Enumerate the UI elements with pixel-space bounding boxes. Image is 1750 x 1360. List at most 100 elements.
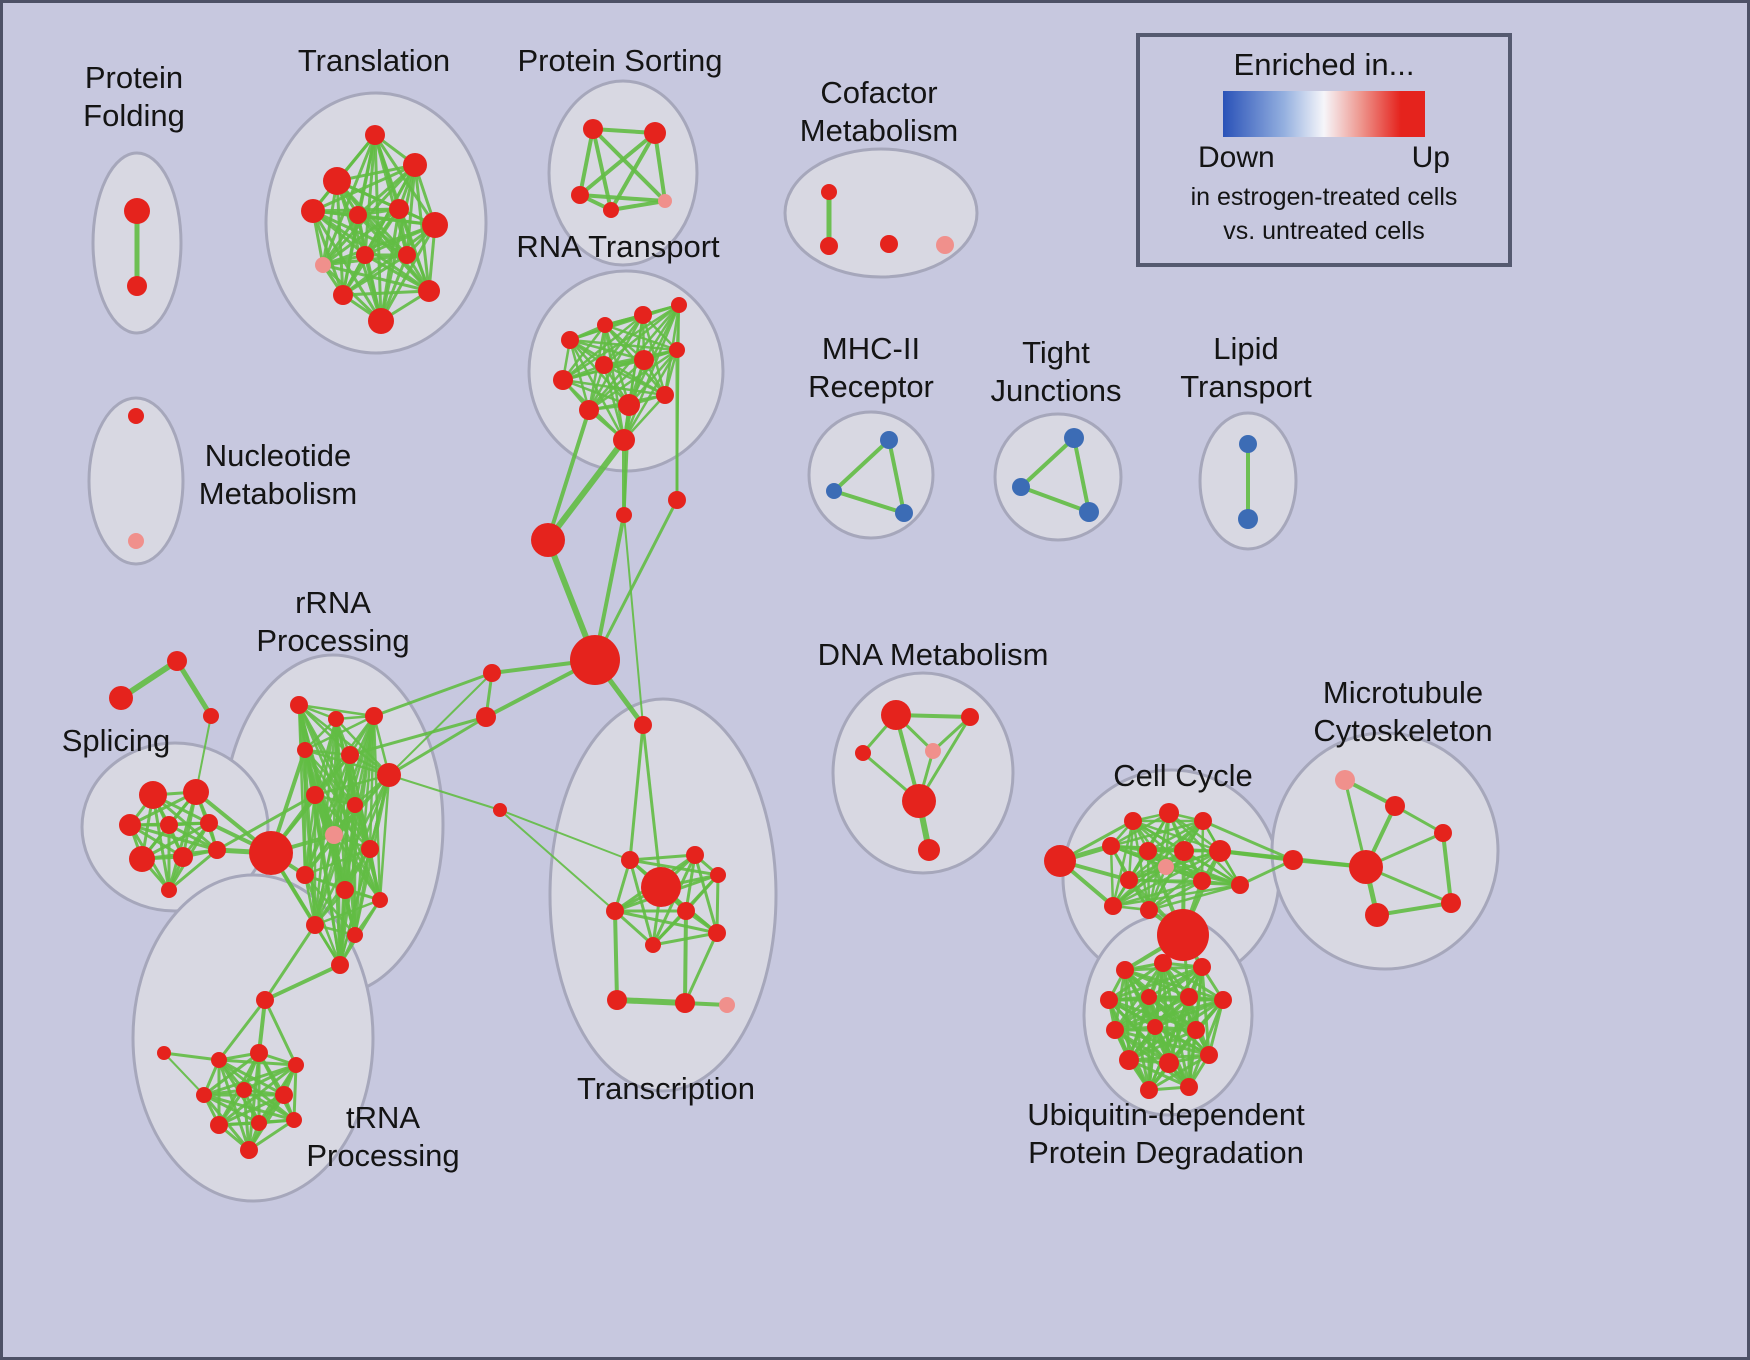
- node-rt3: [634, 306, 652, 324]
- edge: [313, 793, 382, 902]
- node-ub6: [1180, 988, 1198, 1006]
- cluster-label-protein-sorting: Protein Sorting: [517, 43, 722, 78]
- node-tr1: [323, 167, 351, 195]
- node-mt4: [1349, 850, 1383, 884]
- edge: [1109, 811, 1171, 848]
- edge: [373, 133, 383, 323]
- node-lt1: [1239, 435, 1257, 453]
- edge: [1107, 961, 1165, 1002]
- node-tc2: [621, 851, 639, 869]
- edge: [388, 774, 501, 811]
- edge: [603, 323, 679, 352]
- edge: [202, 1093, 296, 1122]
- edge: [1111, 879, 1204, 908]
- edge: [413, 163, 431, 293]
- edge: [1127, 1028, 1198, 1062]
- node-tr13: [418, 280, 440, 302]
- node-tr8: [315, 257, 331, 273]
- node-ub3: [1193, 958, 1211, 976]
- cluster-label-dna-metabolism: DNA Metabolism: [818, 637, 1049, 672]
- node-tn2: [250, 1044, 268, 1062]
- node-cc3: [1194, 812, 1212, 830]
- node-tr10: [398, 246, 416, 264]
- node-st3: [668, 491, 686, 509]
- node-cc2: [1159, 803, 1179, 823]
- node-rt5: [553, 370, 573, 390]
- node-ub5: [1141, 989, 1157, 1005]
- node-rr10: [361, 840, 379, 858]
- node-rr9: [325, 826, 343, 844]
- node-rr5: [341, 746, 359, 764]
- node-sp2: [183, 779, 209, 805]
- edge: [602, 363, 626, 442]
- edge: [1147, 1053, 1211, 1092]
- edge: [593, 498, 679, 662]
- edge: [303, 847, 372, 877]
- node-cc5: [1139, 842, 1157, 860]
- edge: [303, 873, 357, 937]
- node-cn2: [476, 707, 496, 727]
- node-dm3: [925, 743, 941, 759]
- edge: [578, 127, 595, 197]
- edge: [217, 1058, 286, 1097]
- edge: [379, 223, 437, 323]
- edge: [368, 714, 376, 851]
- node-sp6: [129, 846, 155, 872]
- edge: [653, 131, 667, 203]
- node-cf4: [936, 236, 954, 254]
- edge: [1111, 849, 1222, 908]
- edge: [561, 313, 645, 382]
- edge: [348, 715, 488, 757]
- edge: [1113, 995, 1191, 1032]
- node-cc7: [1209, 840, 1231, 862]
- edge: [217, 998, 267, 1062]
- node-ub10: [1187, 1021, 1205, 1039]
- node-tc10: [675, 993, 695, 1013]
- edge: [715, 873, 720, 935]
- edge: [684, 853, 697, 913]
- edge: [587, 348, 679, 412]
- node-tj3: [1079, 502, 1099, 522]
- edge: [405, 163, 417, 257]
- edge: [163, 1052, 205, 1096]
- cluster-label-splicing: Splicing: [62, 723, 171, 758]
- node-tn3: [288, 1057, 304, 1073]
- node-tn7: [210, 1116, 228, 1134]
- edge: [1153, 998, 1225, 1029]
- node-rr15: [347, 927, 363, 943]
- legend-axis-labels: Down Up: [1198, 141, 1450, 175]
- edge: [292, 1063, 298, 1122]
- edge: [614, 997, 688, 1006]
- node-rr6: [377, 763, 401, 787]
- node-ub7: [1214, 991, 1232, 1009]
- node-mh3: [895, 504, 913, 522]
- edge: [321, 263, 431, 293]
- edge: [1019, 485, 1091, 514]
- node-rt1: [561, 331, 579, 349]
- node-ub12: [1159, 1053, 1179, 1073]
- node-rrh: [249, 831, 293, 875]
- node-sp1: [139, 781, 167, 809]
- legend-subtitle-line1: in estrogen-treated cells: [1190, 183, 1458, 211]
- edge: [546, 408, 591, 542]
- edge: [499, 809, 631, 861]
- edge: [568, 338, 626, 442]
- node-tr7: [422, 212, 448, 238]
- node-mh1: [880, 431, 898, 449]
- node-rt6: [595, 356, 613, 374]
- edge: [628, 723, 645, 862]
- node-rr3: [365, 707, 383, 725]
- edge: [373, 133, 409, 257]
- edge: [1153, 1025, 1211, 1057]
- node-mh2: [826, 483, 842, 499]
- node-rr4: [297, 742, 313, 758]
- node-ps3: [571, 186, 589, 204]
- node-cch: [1157, 909, 1209, 961]
- edge: [683, 931, 719, 1005]
